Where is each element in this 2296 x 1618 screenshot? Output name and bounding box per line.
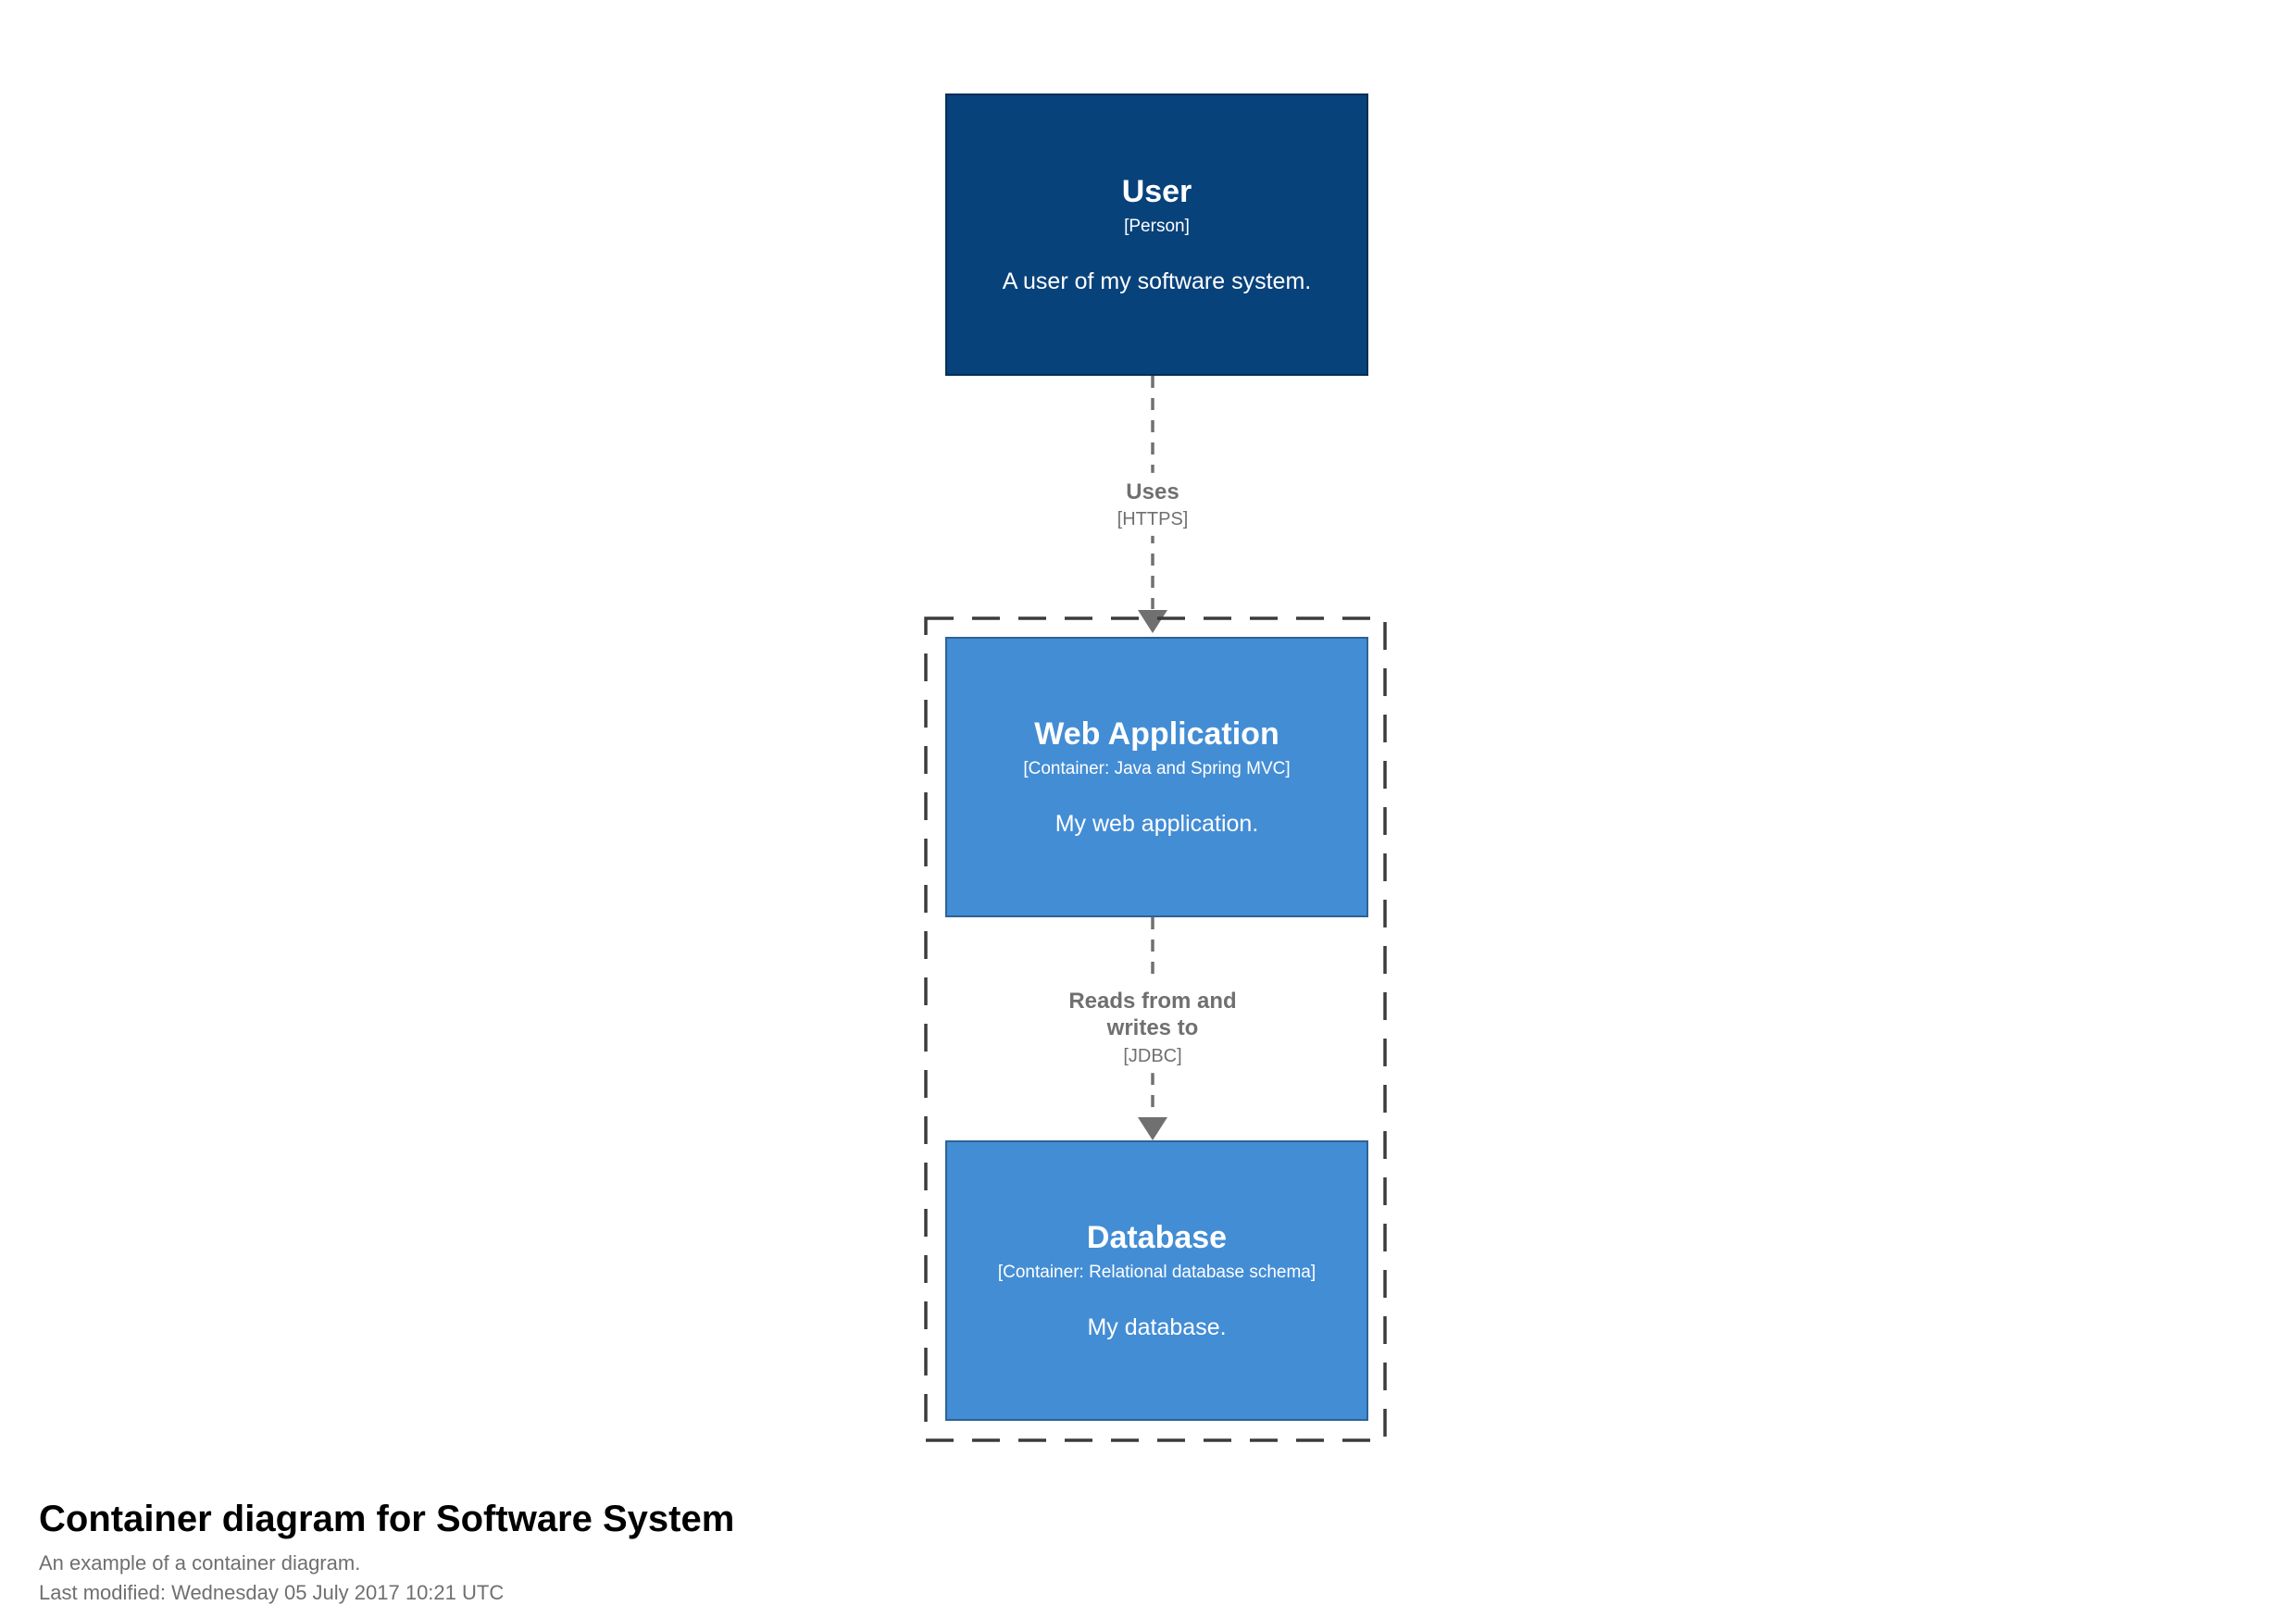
diagram-last-modified: Last modified: Wednesday 05 July 2017 10… (39, 1580, 505, 1604)
diagram-subtitle: An example of a container diagram. (39, 1551, 361, 1574)
relationship-label-uses: Uses [HTTPS] (1105, 472, 1200, 537)
element-user[interactable]: User [Person] A user of my software syst… (945, 93, 1368, 376)
relationship-label-reads-writes: Reads from and writes to [JDBC] (1042, 982, 1264, 1073)
relationship-technology: [JDBC] (1123, 1045, 1182, 1066)
relationship-name: Reads from and writes to (1068, 989, 1237, 1041)
diagram-footer: Container diagram for Software System An… (39, 1498, 734, 1606)
element-database[interactable]: Database [Container: Relational database… (945, 1140, 1368, 1421)
element-name: Database (1086, 1219, 1228, 1255)
element-name: User (1121, 173, 1192, 209)
relationship-name: Uses (1126, 479, 1179, 504)
element-description: My database. (1087, 1314, 1227, 1341)
diagram-title: Container diagram for Software System (39, 1499, 735, 1539)
relationship-technology: [HTTPS] (1117, 509, 1189, 530)
element-metadata: [Container: Java and Spring MVC] (1023, 759, 1291, 779)
element-name: Web Application (1034, 716, 1279, 752)
element-web-application[interactable]: Web Application [Container: Java and Spr… (945, 637, 1368, 917)
software-system-boundary (924, 616, 1387, 1442)
element-metadata: [Person] (1124, 217, 1190, 237)
element-description: A user of my software system. (1002, 268, 1312, 295)
uses-arrowhead-down-icon (1138, 610, 1167, 633)
element-description: My web application. (1054, 811, 1259, 838)
element-metadata: [Container: Relational database schema] (997, 1263, 1316, 1283)
reads-writes-arrowhead-down-icon (1138, 1117, 1167, 1140)
